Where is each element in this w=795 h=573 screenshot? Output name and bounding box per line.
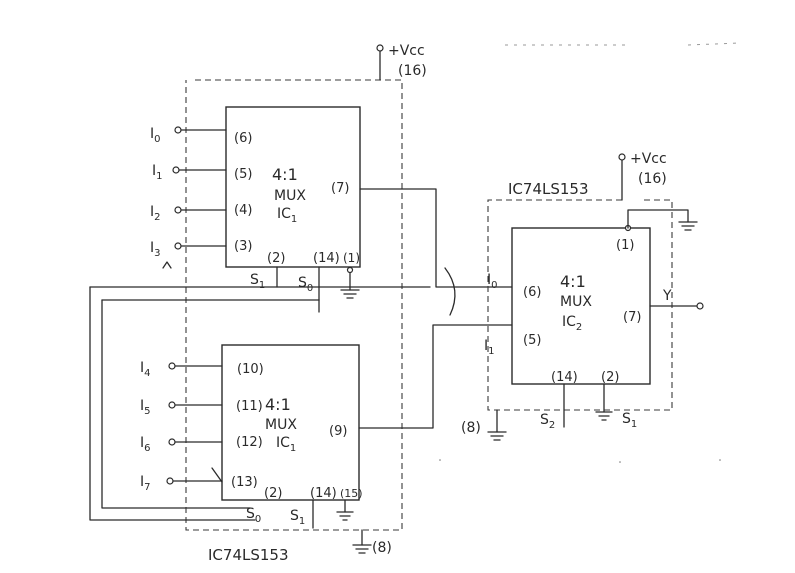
svg-text:I2: I2 [150, 204, 161, 223]
mux2-ground-pin: (8) [372, 540, 392, 556]
mux3-input-i1-pin: (5) [523, 333, 541, 348]
mux2-input-6: I6 (12) [140, 435, 263, 454]
mux2-input-7: I7 (13) [140, 467, 258, 493]
input-terminal-icon [174, 242, 182, 250]
faint-marks [505, 42, 741, 46]
svg-text:(12): (12) [236, 435, 263, 450]
mux3-ground-pin: (8) [461, 420, 481, 436]
input-terminal-icon [166, 477, 174, 485]
ground-icon [487, 431, 507, 441]
vcc-label: +Vcc [388, 43, 425, 59]
ground-icon [678, 221, 698, 231]
mux-ic2-body [221, 344, 360, 501]
input-terminal-icon [174, 206, 182, 214]
mux1-subtitle: MUX [274, 188, 306, 204]
mux1-title: 4:1 [272, 165, 298, 184]
svg-text:I0: I0 [150, 126, 161, 145]
input-terminal-icon [172, 166, 180, 174]
svg-text:I7: I7 [140, 474, 151, 493]
mux2-name: IC1 [276, 435, 296, 454]
mux1-output-pin: (7) [331, 181, 349, 196]
svg-text:(11): (11) [236, 399, 263, 414]
ground-icon [595, 411, 613, 421]
mux2-title: 4:1 [265, 395, 291, 414]
mux2-pin-enable: (15) [340, 487, 363, 500]
svg-text:(3): (3) [234, 239, 252, 254]
mux2-input-5: I5 (11) [140, 398, 263, 417]
mux1-name: IC1 [277, 206, 297, 225]
svg-text:I3: I3 [150, 240, 161, 259]
mux3-enable-pin: (1) [616, 238, 634, 253]
mux-ic1-body [225, 106, 361, 268]
mux3-title: 4:1 [560, 272, 586, 291]
output-terminal-icon [696, 302, 704, 310]
output-y-label: Y [662, 288, 672, 304]
svg-text:(13): (13) [231, 475, 258, 490]
mux2-subtitle: MUX [265, 417, 297, 433]
mux3-input-i0-pin: (6) [523, 285, 541, 300]
ground-icon [340, 289, 360, 299]
ic-package-boundary-top [185, 79, 403, 531]
mux3-input-i1: I1 [484, 338, 495, 357]
mux3-pin-select: (14) [551, 370, 578, 385]
mux2-output-pin: (9) [329, 424, 347, 439]
vcc-pin: (16) [398, 63, 427, 79]
mux3-pin-select2: (2) [601, 370, 619, 385]
svg-text:I5: I5 [140, 398, 151, 417]
mux1-pin-vcc: (14) [313, 251, 340, 266]
input-terminal-icon [168, 362, 176, 370]
output-wiring [358, 188, 513, 429]
mux3-input-i0: I0 [487, 272, 498, 291]
svg-text:I4: I4 [140, 360, 151, 379]
vcc-top: +Vcc (16) [376, 43, 427, 81]
input-terminal-icon [168, 438, 176, 446]
mux3-select-s2: S2 [540, 412, 555, 431]
svg-text:I6: I6 [140, 435, 151, 454]
mux1-pin-enable: (1) [343, 251, 360, 265]
vcc-terminal-icon [618, 153, 626, 161]
mux2-select-s0: S0 [246, 506, 261, 525]
svg-text:(5): (5) [234, 167, 252, 182]
mux-ic2: 4:1 MUX IC2 (1) I0 (6) I1 (5) (7) Y (14)… [461, 209, 704, 441]
vcc2-label: +Vcc [630, 151, 667, 167]
mux1-select-s1: S1 [250, 272, 265, 291]
select-wiring [89, 266, 431, 521]
svg-text:I1: I1 [152, 163, 163, 182]
caret-mark [162, 261, 172, 269]
mux1-input-1: I1 (5) [152, 163, 252, 182]
mux1-input-0: I0 (6) [150, 126, 252, 146]
mux1-input-2: I2 (4) [150, 203, 252, 223]
vcc2-pin: (16) [638, 171, 667, 187]
ground-icon [336, 511, 354, 521]
ic-package-label-bottom: IC74LS153 [208, 546, 289, 564]
svg-text:(4): (4) [234, 203, 252, 218]
mux1-select-s0: S0 [298, 275, 313, 294]
mux2-pin-vcc: (14) [310, 486, 337, 501]
vcc-right: +Vcc (16) [618, 151, 667, 201]
mux2-input-4: I4 (10) [140, 360, 264, 379]
mux3-select-s1: S1 [622, 411, 637, 430]
mux1-pin-select: (2) [267, 251, 285, 266]
mux2-pin-select: (2) [264, 486, 282, 501]
mux3-output-pin: (7) [623, 310, 641, 325]
input-terminal-icon [174, 126, 182, 134]
mux2-select-s1: S1 [290, 508, 305, 527]
ic-package-boundary-right [487, 199, 673, 411]
svg-text:(6): (6) [234, 131, 252, 146]
mux3-name: IC2 [562, 314, 582, 333]
mux3-subtitle: MUX [560, 294, 592, 310]
mux-ic1-lower: 4:1 MUX IC1 I4 (10) I5 (11) I6 (12) I7 (… [140, 344, 392, 556]
mux-ic1-upper: 4:1 MUX IC1 I0 (6) I1 (5) I2 (4) I3 (3) [150, 106, 361, 299]
vcc-terminal-icon [376, 44, 384, 52]
ground-icon [352, 544, 372, 554]
ic-package-label-top: IC74LS153 [508, 180, 589, 198]
svg-text:(10): (10) [237, 362, 264, 377]
input-terminal-icon [168, 401, 176, 409]
mux1-input-3: I3 (3) [150, 239, 252, 269]
